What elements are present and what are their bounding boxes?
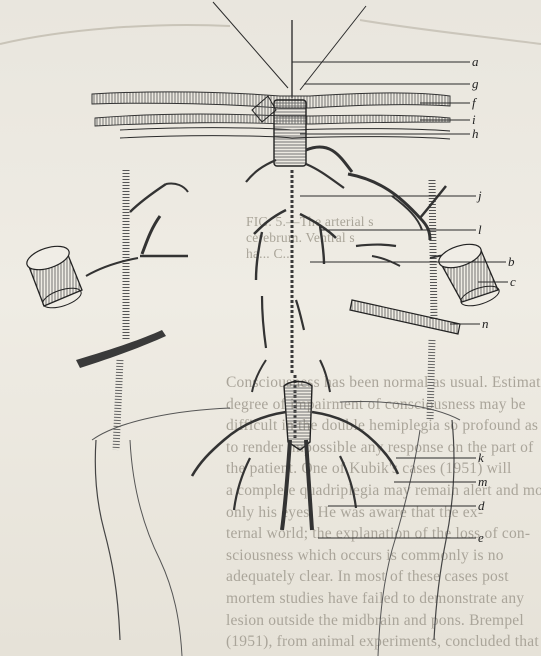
artery-branch — [252, 360, 266, 392]
artery-branch — [86, 258, 138, 276]
figure-label-m: m — [478, 474, 487, 489]
figure-label-g: g — [472, 76, 479, 91]
figure-label-a: a — [472, 54, 479, 69]
figure-label-h: h — [472, 126, 479, 141]
lower-outline — [434, 420, 454, 640]
artery-branch — [256, 232, 262, 280]
lower-horizontal-band — [95, 114, 450, 126]
artery-branch — [142, 216, 160, 254]
artery-branch — [312, 412, 398, 474]
lower-outline — [340, 402, 460, 420]
artery-branch — [234, 458, 250, 510]
artery-branch — [300, 214, 336, 238]
lower-outline — [95, 440, 120, 640]
artery-branch — [320, 360, 330, 392]
figure-label-d: d — [478, 498, 485, 513]
figure-label-l: l — [478, 222, 482, 237]
diagonal-hatched-artery — [350, 300, 460, 334]
left-cylinder-specimen — [24, 242, 84, 312]
artery-branch — [254, 210, 286, 234]
right-cylinder-specimen — [436, 240, 502, 310]
artery-branch — [246, 160, 276, 182]
lower-outline — [92, 408, 230, 440]
artery-branch — [166, 183, 188, 192]
artery-branch — [192, 412, 286, 476]
figure-label-e: e — [478, 530, 484, 545]
artery-branch — [392, 196, 422, 230]
figure-label-f: f — [472, 95, 478, 110]
figure-label-i: i — [472, 112, 476, 127]
artery-branch — [372, 256, 400, 266]
descending-vessel — [282, 440, 290, 530]
artery-branch — [296, 300, 304, 330]
artery-branch — [262, 296, 266, 348]
artery-branch — [306, 164, 344, 188]
right-vertical-vessel — [430, 340, 432, 420]
cerebral-outline — [0, 25, 230, 44]
artery-branch — [356, 245, 396, 247]
diagonal-artery — [76, 330, 166, 368]
central-vessel-stem — [274, 100, 306, 166]
figure-label-n: n — [482, 316, 489, 331]
figure-label-c: c — [510, 274, 516, 289]
upper-vessel-line — [300, 6, 366, 90]
artery-branch — [340, 456, 356, 508]
lower-outline — [130, 440, 182, 656]
descending-vessel — [306, 440, 312, 530]
figure-label-b: b — [508, 254, 515, 269]
upper-vessel-line — [213, 2, 288, 88]
figure-label-j: j — [476, 188, 482, 203]
artery-branch — [130, 184, 166, 212]
cerebral-outline — [360, 20, 541, 44]
figure-label-k: k — [478, 450, 484, 465]
artery-branch — [320, 226, 324, 264]
lower-vessel-junction — [284, 382, 312, 451]
left-vertical-vessel — [116, 360, 120, 450]
lower-outline — [378, 430, 420, 656]
